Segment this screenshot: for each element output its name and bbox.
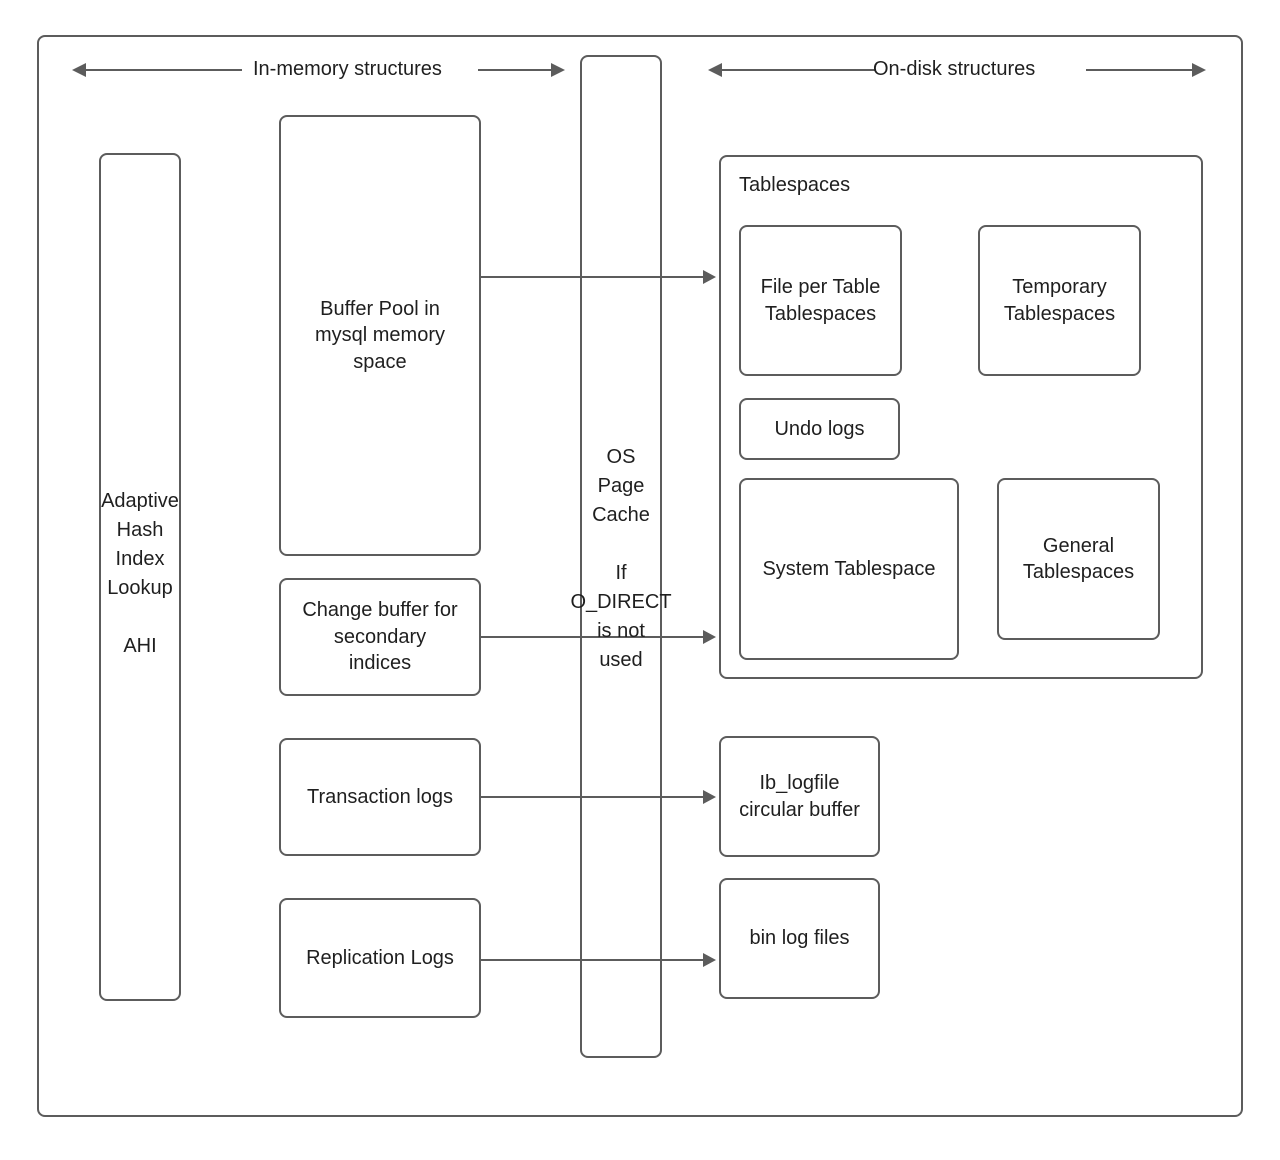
bin-log-files-label: bin log files [749, 927, 850, 950]
temporary-tablespaces-label: Temporary Tablespaces [1003, 276, 1116, 325]
undo-logs-box[interactable]: Undo logs [739, 398, 900, 460]
ib-logfile-box[interactable]: Ib_logfile circular buffer [719, 736, 880, 857]
general-tablespaces-box[interactable]: General Tablespaces [997, 478, 1160, 640]
in-memory-left-line [86, 69, 242, 71]
on-disk-right-arrowhead [1192, 63, 1206, 77]
bin-log-files-box[interactable]: bin log files [719, 878, 880, 999]
on-disk-right-line [1086, 69, 1202, 71]
flow-buffer-pool-to-tablespaces-arrowhead [703, 270, 716, 284]
flow-transaction-logs-to-ib-logfile-arrowhead [703, 790, 716, 804]
flow-change-buffer-to-tablespaces-line [481, 636, 703, 638]
file-per-table-tablespaces-label: File per Table Tablespaces [760, 276, 881, 325]
in-memory-structures-label: In-memory structures [253, 58, 442, 80]
temporary-tablespaces-box[interactable]: Temporary Tablespaces [978, 225, 1141, 376]
adaptive-hash-index-label: Adaptive Hash Index Lookup AHI [101, 490, 179, 657]
tablespaces-title: Tablespaces [739, 174, 851, 196]
os-page-cache-label: OS Page Cache If O_DIRECT is not used [570, 446, 672, 671]
flow-change-buffer-to-tablespaces-arrowhead [703, 630, 716, 644]
transaction-logs-label: Transaction logs [307, 785, 453, 808]
general-tablespaces-label: General Tablespaces [1022, 534, 1135, 583]
flow-transaction-logs-to-ib-logfile-line [481, 796, 703, 798]
in-memory-left-arrowhead [72, 63, 86, 77]
buffer-pool-box[interactable]: Buffer Pool in mysql memory space [279, 115, 481, 556]
ib-logfile-label: Ib_logfile circular buffer [739, 772, 860, 821]
system-tablespace-box[interactable]: System Tablespace [739, 478, 959, 660]
flow-replication-logs-to-bin-logs-arrowhead [703, 953, 716, 967]
adaptive-hash-index-box[interactable] [99, 153, 181, 1001]
replication-logs-label: Replication Logs [306, 946, 454, 969]
file-per-table-tablespaces-box[interactable]: File per Table Tablespaces [739, 225, 902, 376]
on-disk-left-line [722, 69, 875, 71]
in-memory-right-line [478, 69, 551, 71]
on-disk-structures-label: On-disk structures [873, 58, 1036, 80]
on-disk-left-arrowhead [708, 63, 722, 77]
undo-logs-label: Undo logs [774, 417, 865, 440]
os-page-cache-box[interactable] [580, 55, 662, 1058]
in-memory-right-arrowhead [551, 63, 565, 77]
flow-buffer-pool-to-tablespaces-line [481, 276, 703, 278]
transaction-logs-box[interactable]: Transaction logs [279, 738, 481, 856]
change-buffer-box[interactable]: Change buffer for secondary indices [279, 578, 481, 696]
replication-logs-box[interactable]: Replication Logs [279, 898, 481, 1018]
flow-replication-logs-to-bin-logs-line [481, 959, 703, 961]
buffer-pool-label: Buffer Pool in mysql memory space [314, 297, 445, 373]
system-tablespace-label: System Tablespace [762, 557, 936, 580]
change-buffer-label: Change buffer for secondary indices [302, 599, 458, 675]
